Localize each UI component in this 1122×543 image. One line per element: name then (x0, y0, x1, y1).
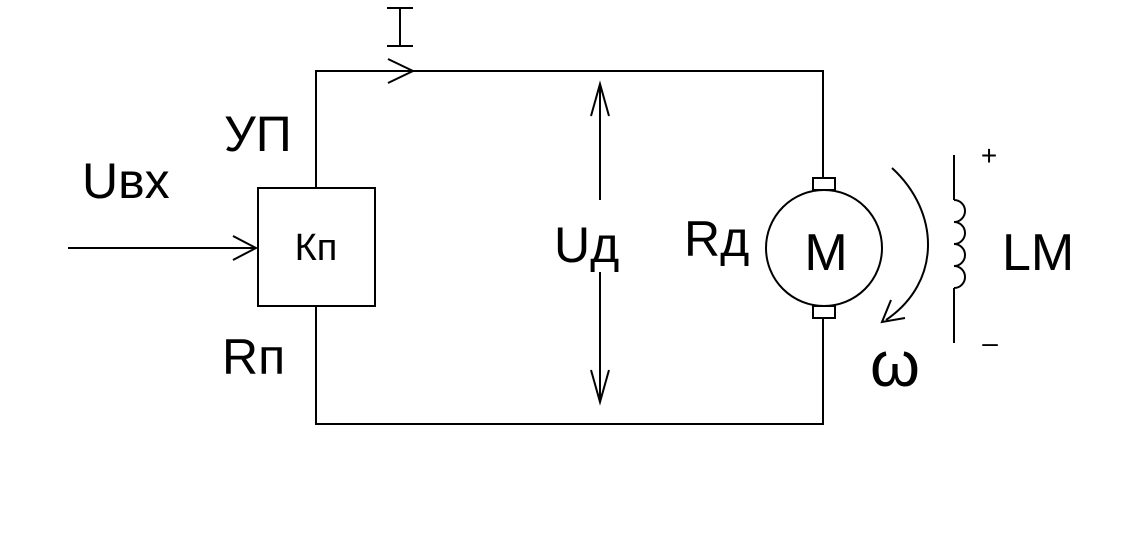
motor-brush-bottom (812, 305, 836, 319)
field-winding-label: LM (1002, 224, 1074, 282)
minus-sign: – (982, 327, 998, 358)
converter-resistance-label: Rп (222, 329, 285, 385)
current-arrow (387, 58, 416, 84)
input-voltage-label: Uвх (82, 153, 170, 209)
converter-block (257, 187, 376, 307)
plus-sign: + (981, 140, 997, 171)
rotation-arc (885, 167, 929, 321)
motor-brush-top (812, 177, 836, 191)
motor-resistance-label: Rд (684, 211, 749, 267)
motor-label: M (804, 224, 847, 282)
motor-voltage-label: Uд (554, 217, 619, 273)
rotation-arrow-head (880, 299, 906, 324)
motor-circle (765, 189, 883, 307)
field-winding-icon (953, 155, 966, 343)
bottom-wire (315, 306, 824, 425)
voltage-arrow-up (590, 80, 610, 117)
converter-top-label: УП (224, 106, 292, 162)
current-symbol (387, 7, 413, 47)
top-wire (315, 70, 824, 188)
angular-speed-label: ω (870, 328, 920, 400)
converter-gain-label: Кп (295, 227, 338, 269)
voltage-arrow-down (590, 369, 610, 406)
input-arrow-head (232, 235, 259, 261)
